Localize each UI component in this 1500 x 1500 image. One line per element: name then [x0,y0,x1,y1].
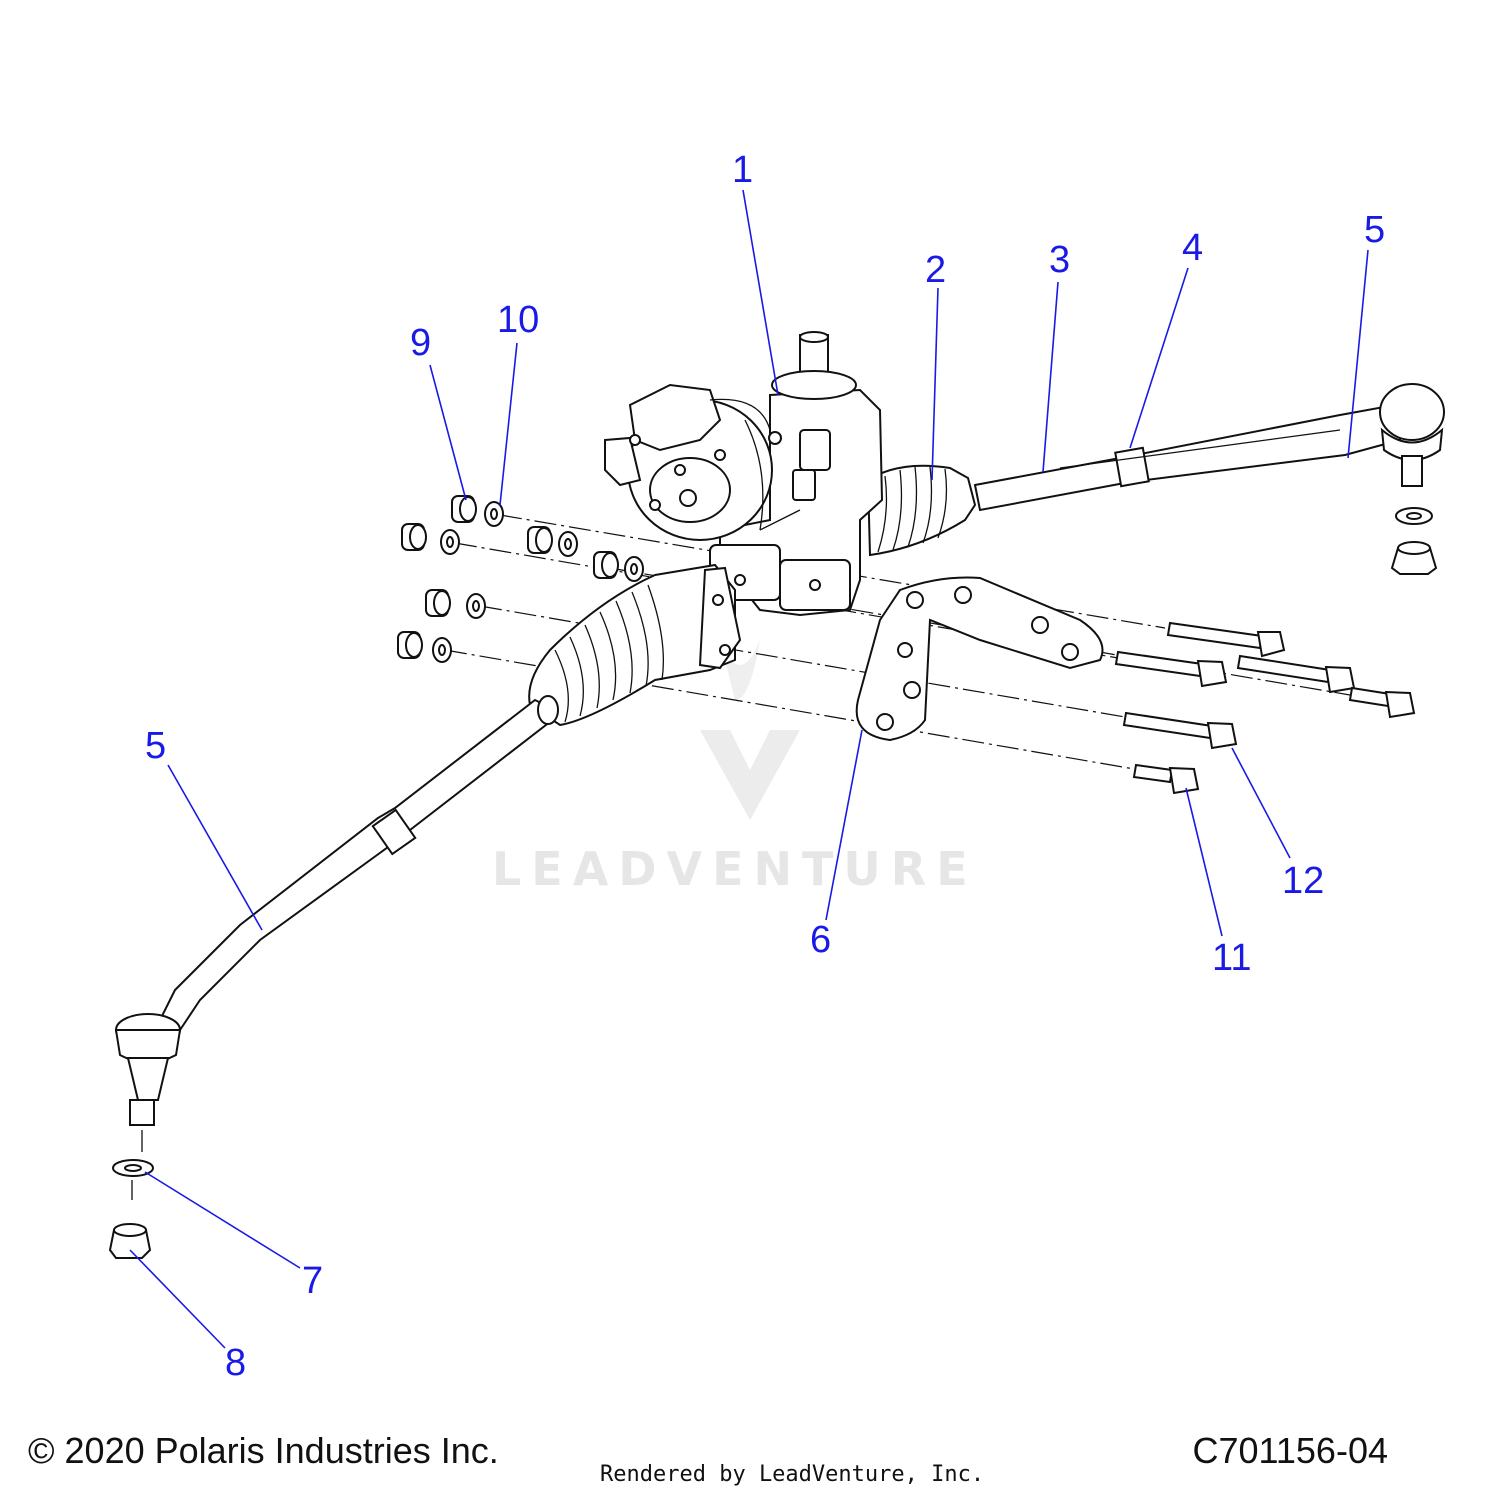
washer [432,637,452,663]
copyright-text: © 2020 Polaris Industries Inc. [28,1430,499,1471]
bushing-nut [451,495,477,523]
bolts [1114,621,1416,795]
mounting-bracket [855,576,1104,742]
steering-gear-housing [604,331,884,617]
callout-10: 10 [497,299,539,341]
bushing-nut [527,526,553,554]
bolt [1348,686,1416,719]
watermark: LEADVENTURE [492,640,978,896]
callout-4: 4 [1182,227,1203,269]
callout-6: 6 [810,919,831,961]
callout-8: 8 [225,1342,246,1384]
watermark-text: LEADVENTURE [492,842,978,896]
callout-1: 1 [732,149,753,191]
bushing-nut [425,589,451,617]
callout-labels: 1 2 3 4 5 5 6 7 8 9 10 11 12 [145,149,1385,1384]
bushing-nut [397,631,423,659]
washer [624,556,644,582]
bellows-boot-right [866,464,977,557]
bolt [1114,650,1228,688]
bushing-nut [593,551,619,579]
washer [558,531,578,557]
callout-7: 7 [302,1260,323,1302]
right-washer-and-nut [1390,507,1438,575]
drawing-id: C701156-04 [1192,1430,1389,1471]
bolt [1236,654,1356,694]
left-washer-and-nut [108,1159,154,1259]
callout-11: 11 [1212,937,1251,979]
washer [484,501,504,527]
tie-rod-right [973,383,1445,512]
tie-rod-left [114,695,559,1152]
bushing-nut [401,523,427,551]
bolt [1132,763,1200,795]
callout-3: 3 [1049,239,1070,281]
rendered-by-text: Rendered by LeadVenture, Inc. [600,1462,985,1487]
washer [466,593,486,619]
callout-5-right: 5 [1364,209,1385,251]
callout-9: 9 [410,322,431,364]
bolt [1122,711,1238,750]
callout-5-left: 5 [145,725,166,767]
bellows-boot-left [528,563,742,727]
bushings-and-washers [397,495,644,663]
washer [440,529,460,555]
callout-2: 2 [925,249,946,291]
bolt [1166,621,1286,658]
callout-12: 12 [1282,860,1324,902]
leader-lines [129,189,1369,1349]
